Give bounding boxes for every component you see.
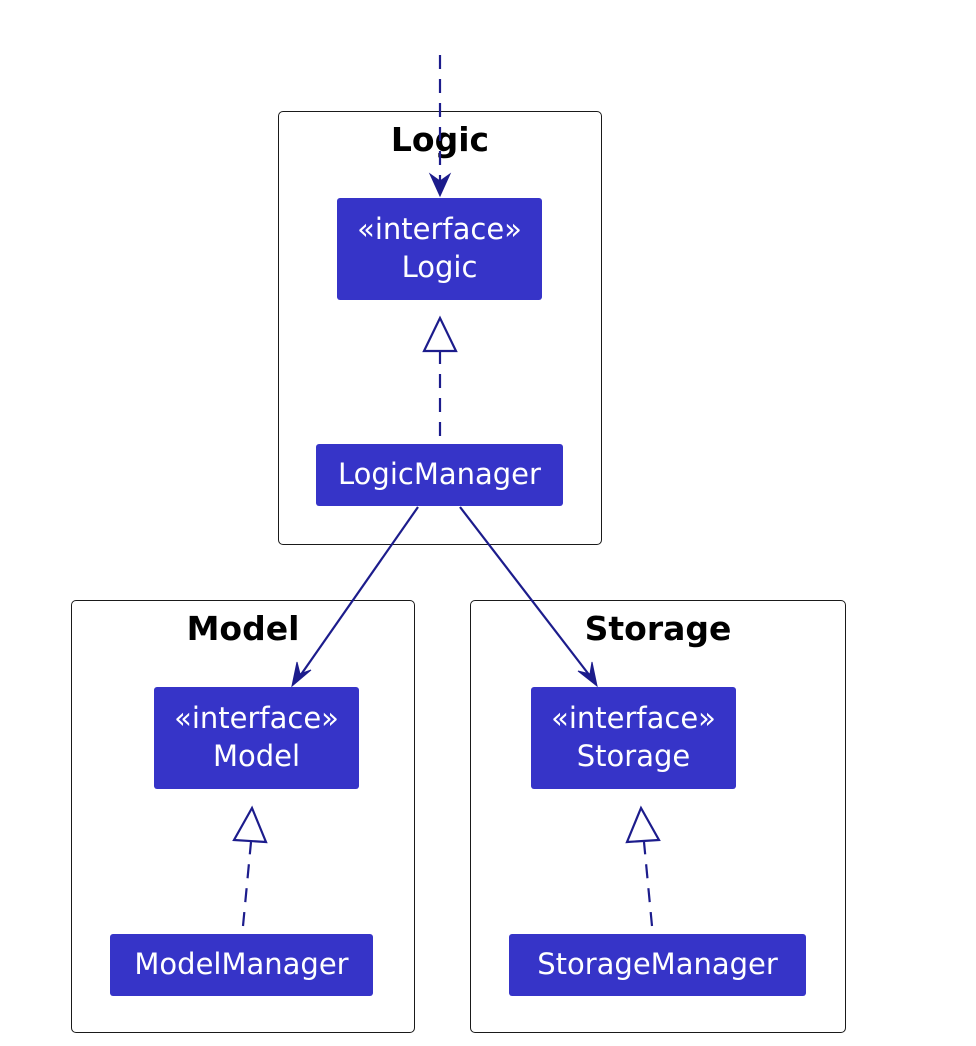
class-model-interface: «interface» Model <box>154 687 359 789</box>
stereotype-label: «interface» <box>174 701 339 736</box>
package-title-storage: Storage <box>584 609 732 648</box>
class-name: LogicManager <box>338 457 541 492</box>
class-name: ModelManager <box>134 947 349 982</box>
class-name: Model <box>212 739 301 773</box>
class-model-manager: ModelManager <box>110 934 373 996</box>
class-name: StorageManager <box>537 947 778 982</box>
class-logic-manager: LogicManager <box>316 444 563 506</box>
package-title-model: Model <box>186 609 300 648</box>
class-name: Storage <box>576 739 691 773</box>
stereotype-label: «interface» <box>551 701 716 736</box>
class-storage-interface: «interface» Storage <box>531 687 736 789</box>
class-storage-manager: StorageManager <box>509 934 806 996</box>
package-title-logic: Logic <box>390 120 490 159</box>
class-name: Logic <box>401 250 478 284</box>
class-logic-interface: «interface» Logic <box>337 198 542 300</box>
stereotype-label: «interface» <box>357 212 522 247</box>
